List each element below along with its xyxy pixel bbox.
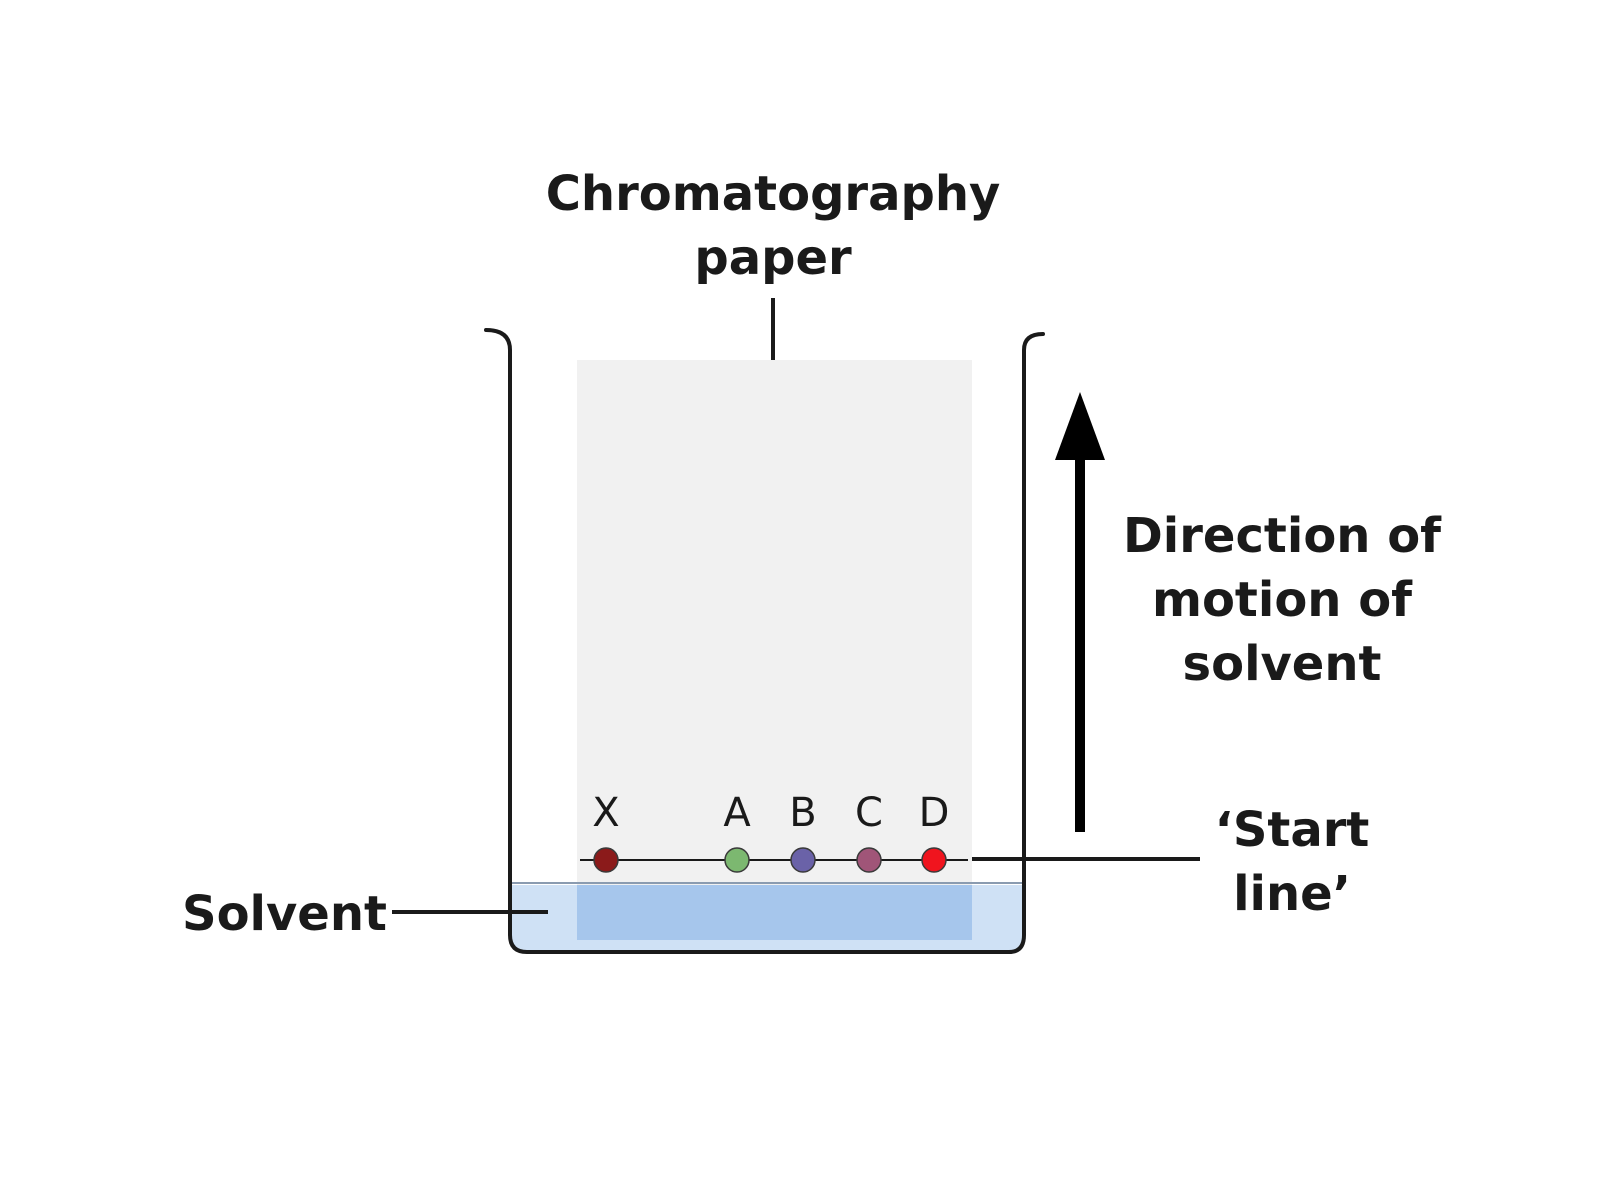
spot-x [593,847,619,873]
start-line-label-line1: ‘Start [1215,802,1370,858]
spot-label-a: A [723,790,751,836]
spot-c [856,847,882,873]
paper-label-line1: Chromatography [546,166,1001,222]
direction-label-line3: solvent [1183,636,1382,692]
chromatography-paper [577,360,972,940]
spot-b [790,847,816,873]
spot-label-x: X [592,790,619,836]
paper-solvent [577,885,972,940]
spot-a [724,847,750,873]
beaker [484,328,1045,954]
spot-label-b: B [789,790,816,836]
direction-label-line2: motion of [1152,572,1413,628]
direction-label-line1: Direction of [1123,508,1442,564]
spot-label-d: D [919,790,950,836]
solvent-label: Solvent [182,886,387,942]
direction-arrow-head [1055,392,1105,460]
start-line-label-line2: line’ [1233,866,1351,922]
spot-d [921,847,947,873]
spot-label-c: C [855,790,883,836]
paper-label-line2: paper [694,230,852,286]
